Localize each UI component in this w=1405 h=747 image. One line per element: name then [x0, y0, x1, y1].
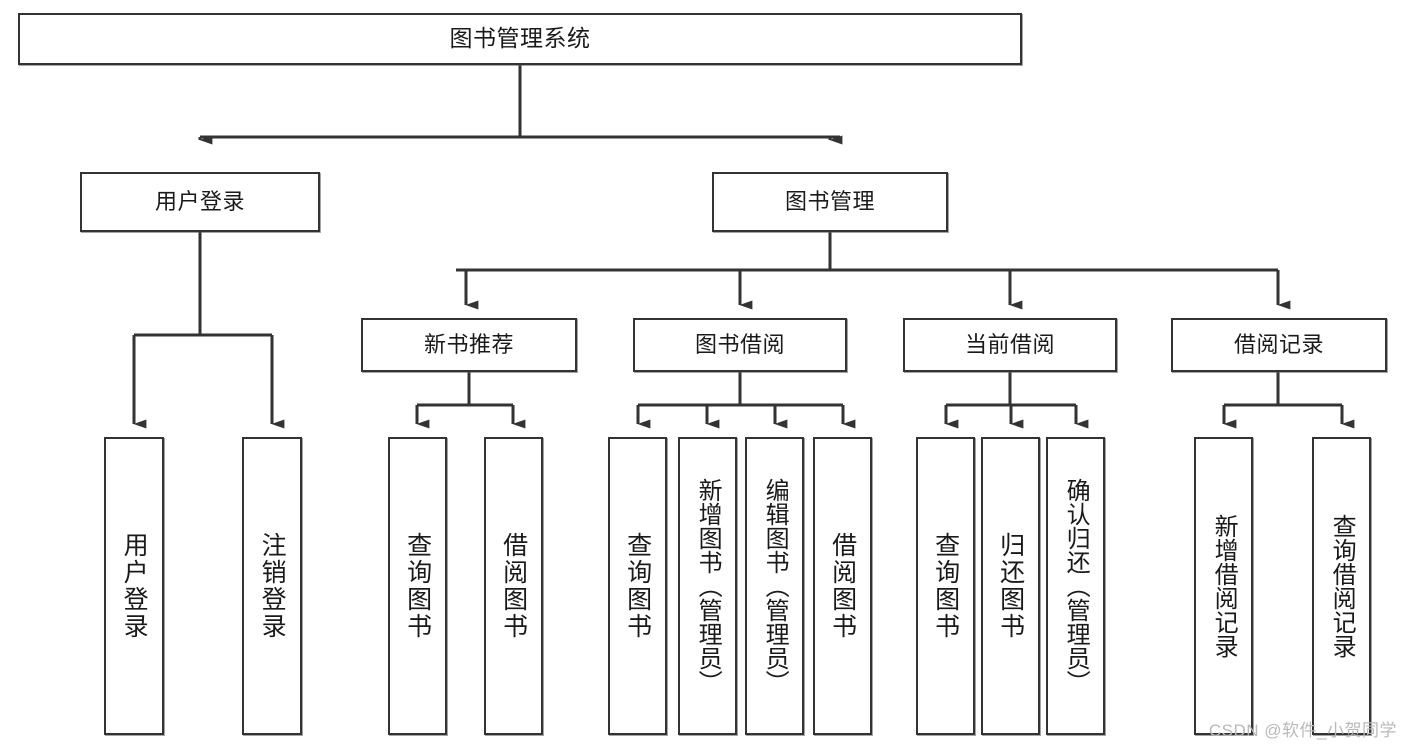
node-user-login[interactable]: 用户登录: [80, 172, 320, 232]
node-leaf-borrow-book-2[interactable]: 借阅图书: [813, 437, 872, 735]
node-leaf-user-login[interactable]: 用户登录: [104, 437, 164, 735]
node-leaf-confirm-return[interactable]: 确认归还（管理员）: [1046, 437, 1105, 735]
node-book-borrow-label: 图书借阅: [694, 331, 785, 357]
node-book-manage-label: 图书管理: [784, 188, 875, 214]
node-leaf-add-book[interactable]: 新增图书（管理员）: [678, 437, 737, 735]
node-leaf-logout-login-label: 注销登录: [258, 532, 287, 640]
node-leaf-query-book-1-label: 查询图书: [403, 532, 432, 640]
node-leaf-query-record[interactable]: 查询借阅记录: [1312, 437, 1371, 735]
node-root[interactable]: 图书管理系统: [18, 13, 1022, 65]
node-leaf-add-record-label: 新增借阅记录: [1210, 514, 1238, 658]
node-book-borrow[interactable]: 图书借阅: [633, 318, 847, 372]
node-leaf-query-book-1[interactable]: 查询图书: [388, 437, 447, 735]
node-leaf-confirm-return-label: 确认归还（管理员）: [1062, 478, 1090, 694]
node-new-book-rec[interactable]: 新书推荐: [361, 318, 577, 372]
node-leaf-user-login-label: 用户登录: [120, 532, 149, 640]
node-current-borrow-label: 当前借阅: [964, 331, 1055, 357]
node-leaf-query-book-2-label: 查询图书: [623, 532, 652, 640]
node-leaf-query-record-label: 查询借阅记录: [1328, 514, 1356, 658]
node-leaf-edit-book-label: 编辑图书（管理员）: [761, 478, 789, 694]
node-leaf-return-book[interactable]: 归还图书: [981, 437, 1040, 735]
node-leaf-borrow-book-2-label: 借阅图书: [828, 532, 857, 640]
node-user-login-label: 用户登录: [154, 188, 245, 214]
node-book-manage[interactable]: 图书管理: [712, 172, 948, 232]
node-leaf-add-book-label: 新增图书（管理员）: [694, 478, 722, 694]
node-leaf-add-record[interactable]: 新增借阅记录: [1194, 437, 1253, 735]
node-current-borrow[interactable]: 当前借阅: [903, 318, 1117, 372]
node-leaf-logout-login[interactable]: 注销登录: [242, 437, 302, 735]
node-leaf-edit-book[interactable]: 编辑图书（管理员）: [745, 437, 804, 735]
node-root-label: 图书管理系统: [449, 25, 591, 52]
node-new-book-rec-label: 新书推荐: [423, 331, 514, 357]
node-leaf-query-book-3-label: 查询图书: [931, 532, 960, 640]
node-leaf-query-book-3[interactable]: 查询图书: [916, 437, 975, 735]
watermark: CSDN @软件_小贺同学: [1208, 721, 1397, 740]
node-leaf-borrow-book-1[interactable]: 借阅图书: [484, 437, 543, 735]
node-leaf-return-book-label: 归还图书: [996, 532, 1025, 640]
node-leaf-borrow-book-1-label: 借阅图书: [499, 532, 528, 640]
node-borrow-record-label: 借阅记录: [1233, 331, 1324, 357]
node-borrow-record[interactable]: 借阅记录: [1171, 318, 1387, 372]
node-leaf-query-book-2[interactable]: 查询图书: [608, 437, 667, 735]
